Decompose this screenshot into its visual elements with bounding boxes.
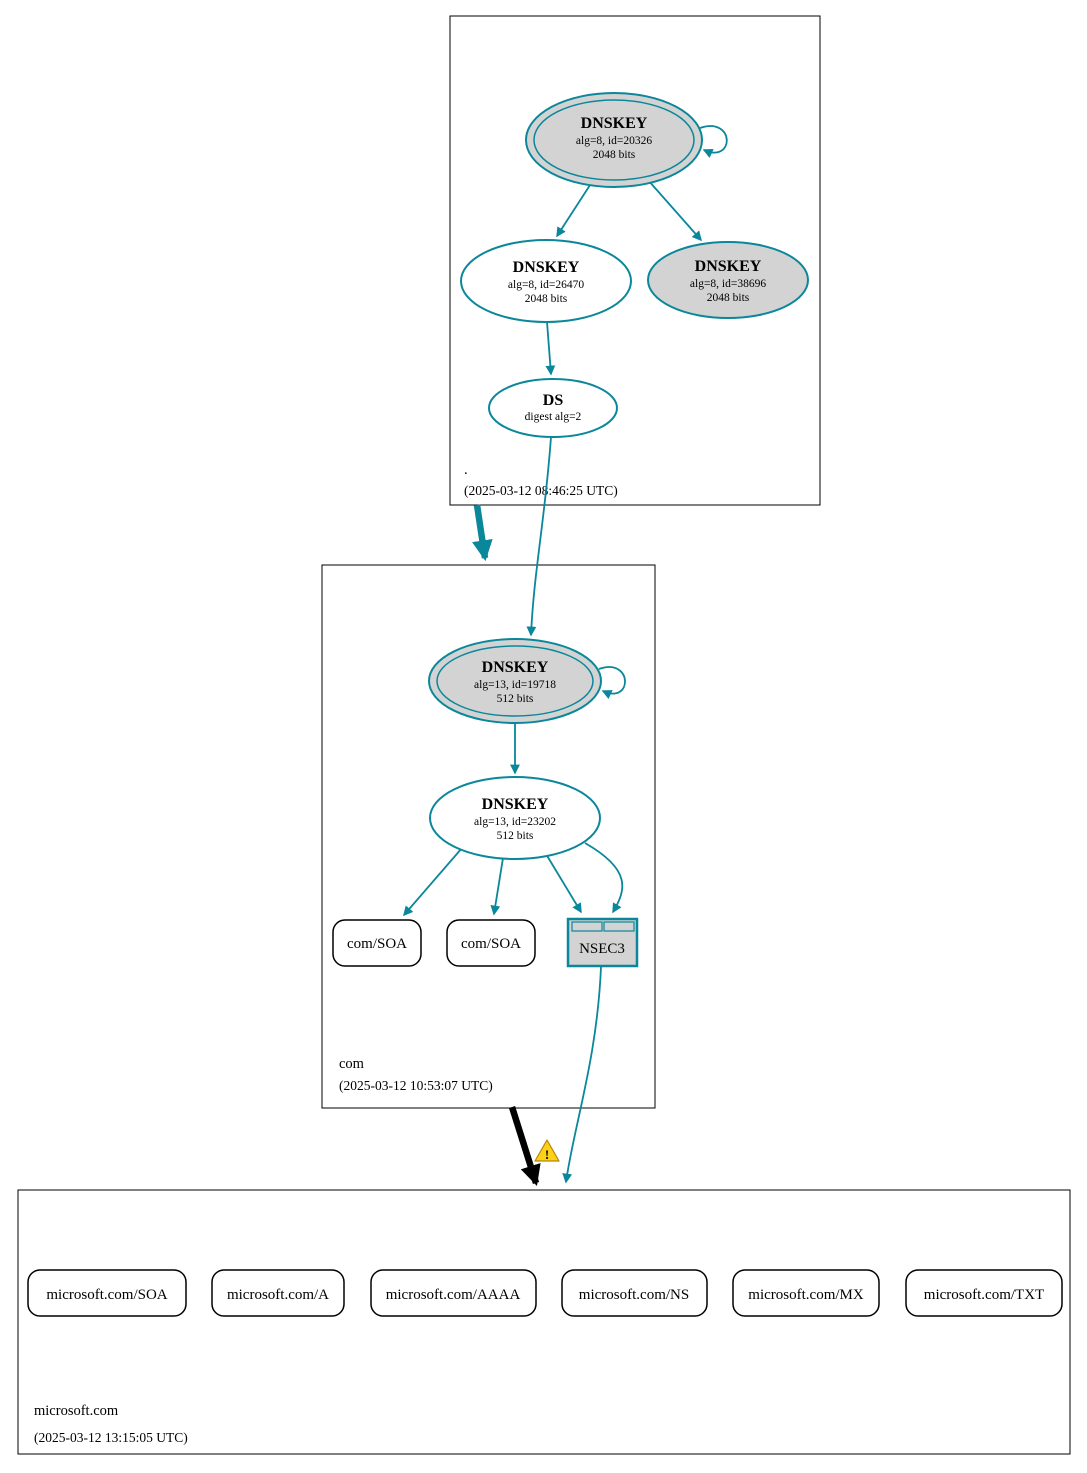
com-ksk-bits: 512 bits (497, 693, 534, 705)
edge-secure-delegation-root-to-com (472, 504, 493, 562)
edge-com-zsk-to-soa1 (403, 847, 463, 917)
root-zsk-detail: alg=8, id=26470 (508, 279, 584, 291)
root-ksk-outer-ellipse (525, 92, 703, 188)
root-ksk-inner-ellipse (533, 99, 695, 181)
node-microsoft-ns[interactable]: microsoft.com/NS (561, 1269, 708, 1317)
zone-timestamp-com: (2025-03-12 10:53:07 UTC) (339, 1078, 493, 1093)
root-ds-title: DS (543, 392, 564, 409)
com-zsk-ellipse (429, 776, 601, 860)
node-com-nsec3[interactable]: NSEC3 (566, 917, 639, 968)
nsec3-cell-right (603, 921, 635, 932)
edge-com-ksk-self-signature (598, 666, 626, 700)
root-ksk-detail: alg=8, id=20326 (576, 135, 652, 147)
com-ksk-inner-ellipse (436, 645, 594, 717)
root-zsk-bits: 2048 bits (525, 293, 568, 305)
root-ds-ellipse (488, 378, 618, 438)
warning-icon: ! (534, 1139, 560, 1162)
node-com-dnskey-zsk-23202[interactable]: DNSKEY alg=13, id=23202 512 bits (429, 776, 601, 860)
root-zsk-title: DNSKEY (513, 259, 580, 276)
microsoft-soa-rect (27, 1269, 187, 1317)
com-zsk-title: DNSKEY (482, 796, 549, 813)
com-soa1-rect (332, 919, 422, 967)
zone-box-microsoft-com (17, 1189, 1071, 1455)
com-ksk-detail: alg=13, id=19718 (474, 679, 556, 691)
root-key2-detail: alg=8, id=38696 (690, 278, 766, 290)
com-ksk-outer-ellipse (428, 638, 602, 724)
warning-exclamation: ! (545, 1147, 549, 1162)
root-ksk-bits: 2048 bits (593, 149, 636, 161)
edge-com-zsk-to-nsec3 (545, 853, 582, 914)
node-root-dnskey-38696[interactable]: DNSKEY alg=8, id=38696 2048 bits (647, 241, 809, 319)
microsoft-aaaa-label: microsoft.com/AAAA (386, 1287, 521, 1303)
microsoft-ns-rect (561, 1269, 708, 1317)
zone-label-com: com (339, 1056, 365, 1072)
node-microsoft-mx[interactable]: microsoft.com/MX (732, 1269, 880, 1317)
com-zsk-bits: 512 bits (497, 830, 534, 842)
nsec3-label: NSEC3 (579, 941, 625, 957)
edge-nsec3-to-microsoft-delegation (562, 966, 602, 1184)
root-key2-bits: 2048 bits (707, 292, 750, 304)
microsoft-a-rect (211, 1269, 345, 1317)
node-microsoft-aaaa[interactable]: microsoft.com/AAAA (370, 1269, 537, 1317)
root-zsk-ellipse (460, 239, 632, 323)
microsoft-soa-label: microsoft.com/SOA (46, 1287, 167, 1303)
edge-root-ksk-to-key-38696 (647, 179, 702, 242)
node-com-soa-2[interactable]: com/SOA (446, 919, 536, 967)
root-key2-ellipse (647, 241, 809, 319)
zone-timestamp-microsoft-com: (2025-03-12 13:15:05 UTC) (34, 1430, 188, 1445)
node-root-ds[interactable]: DS digest alg=2 (488, 378, 618, 438)
com-soa2-rect (446, 919, 536, 967)
edge-root-zsk-to-ds (545, 321, 556, 376)
zone-box-root (449, 15, 821, 506)
root-ds-detail: digest alg=2 (525, 411, 582, 423)
com-ksk-title: DNSKEY (482, 659, 549, 676)
edge-root-ksk-self-signature (699, 125, 728, 158)
edge-ds-to-com-ksk (526, 436, 552, 637)
zone-label-microsoft-com: microsoft.com (34, 1403, 119, 1419)
node-microsoft-a[interactable]: microsoft.com/A (211, 1269, 345, 1317)
edge-root-ksk-to-zsk (556, 181, 593, 238)
node-root-dnskey-zsk-26470[interactable]: DNSKEY alg=8, id=26470 2048 bits (460, 239, 632, 323)
zone-box-com (321, 564, 656, 1109)
microsoft-ns-label: microsoft.com/NS (579, 1287, 689, 1303)
microsoft-txt-label: microsoft.com/TXT (924, 1287, 1044, 1303)
edge-com-zsk-to-nsec3-alt (584, 842, 624, 914)
warning-triangle (534, 1139, 560, 1162)
edge-com-zsk-to-soa2 (490, 857, 504, 916)
com-zsk-detail: alg=13, id=23202 (474, 816, 556, 828)
microsoft-mx-label: microsoft.com/MX (748, 1287, 864, 1303)
node-microsoft-txt[interactable]: microsoft.com/TXT (905, 1269, 1063, 1317)
microsoft-a-label: microsoft.com/A (227, 1287, 329, 1303)
microsoft-txt-rect (905, 1269, 1063, 1317)
com-soa1-label: com/SOA (347, 936, 407, 952)
zone-label-root: . (464, 462, 468, 478)
edge-insecure-delegation-com-to-microsoft (508, 1106, 541, 1186)
nsec3-cell-left (571, 921, 603, 932)
zone-timestamp-root: (2025-03-12 08:46:25 UTC) (464, 483, 618, 498)
root-key2-title: DNSKEY (695, 258, 762, 275)
node-root-dnskey-ksk-20326[interactable]: DNSKEY alg=8, id=20326 2048 bits (525, 92, 703, 188)
root-ksk-title: DNSKEY (581, 115, 648, 132)
microsoft-mx-rect (732, 1269, 880, 1317)
com-soa2-label: com/SOA (461, 936, 521, 952)
node-com-dnskey-ksk-19718[interactable]: DNSKEY alg=13, id=19718 512 bits (428, 638, 602, 724)
node-com-soa-1[interactable]: com/SOA (332, 919, 422, 967)
microsoft-aaaa-rect (370, 1269, 537, 1317)
node-microsoft-soa[interactable]: microsoft.com/SOA (27, 1269, 187, 1317)
